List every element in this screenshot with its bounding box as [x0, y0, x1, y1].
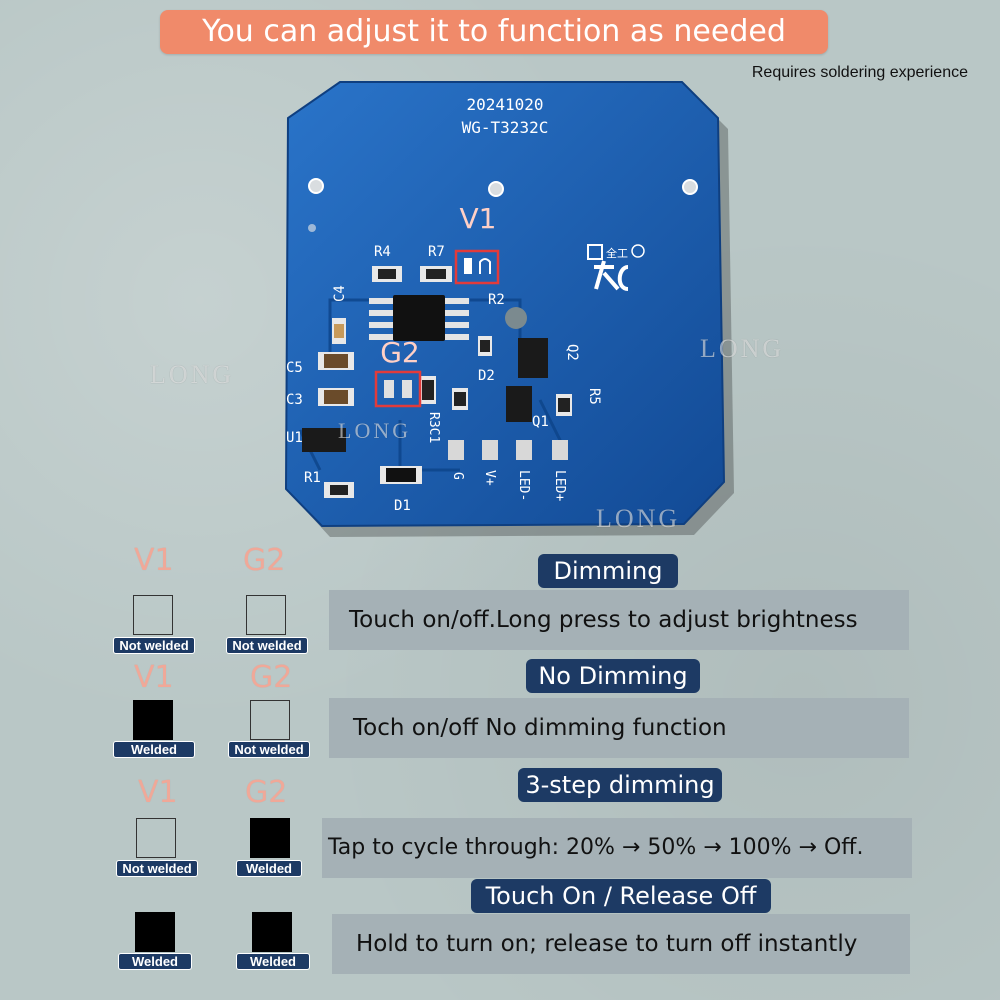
silk-r3c1: R3C1: [426, 412, 441, 443]
soldering-note: Requires soldering experience: [751, 64, 968, 81]
callout-v1-box: [454, 249, 500, 285]
callout-g2-box: [374, 370, 422, 408]
pcb-board-image: 20241020 WG-T3232C 全工: [284, 81, 734, 537]
board-date: 20241020: [466, 95, 543, 114]
silk-d1: D1: [394, 498, 411, 514]
watermark-right: LONG: [700, 334, 785, 363]
silk-r7: R7: [428, 244, 445, 260]
callout-g2-label: G2: [380, 336, 420, 369]
mode4-v1-pad: [135, 912, 175, 952]
pcb-logo-icon: 全工: [587, 244, 645, 291]
silk-r2: R2: [488, 292, 505, 308]
mode4-g2-pad: [252, 912, 292, 952]
silk-vplus: V+: [482, 470, 497, 486]
mode3-v1-pad: [136, 818, 176, 858]
mode2-v1-state: Welded: [113, 741, 195, 758]
mode3-g2-state: Welded: [236, 860, 302, 877]
silk-r4: R4: [374, 244, 391, 260]
mode1-v1-label: V1: [134, 543, 174, 578]
silk-c4: C4: [332, 285, 348, 302]
mode1-v1-pad: [133, 595, 173, 635]
watermark-left: LONG: [150, 360, 235, 389]
watermark-center: LONG: [338, 418, 412, 443]
mode3-description: Tap to cycle through: 20% → 50% → 100% →…: [322, 818, 912, 878]
mode2-g2-pad: [250, 700, 290, 740]
silk-u1: U1: [286, 430, 303, 446]
mode2-heading: No Dimming: [526, 659, 700, 693]
mode3-g2-pad: [250, 818, 290, 858]
mode1-v1-state: Not welded: [113, 637, 195, 654]
board-model: WG-T3232C: [462, 118, 549, 137]
silk-r5: R5: [586, 388, 602, 405]
callout-v1-label: V1: [460, 202, 497, 235]
banner-title: You can adjust it to function as needed: [160, 10, 828, 54]
mode4-v1-state: Welded: [118, 953, 192, 970]
silk-c5: C5: [286, 360, 303, 376]
mode4-description: Hold to turn on; release to turn off ins…: [332, 914, 910, 974]
silk-q2: Q2: [564, 344, 580, 361]
mode2-description: Toch on/off No dimming function: [329, 698, 909, 758]
silk-c3: C3: [286, 392, 303, 408]
mode3-v1-state: Not welded: [116, 860, 198, 877]
mode2-v1-label: V1: [134, 660, 174, 695]
pcb-outline: [284, 81, 726, 528]
mode2-g2-label: G2: [250, 660, 293, 695]
mode1-g2-pad: [246, 595, 286, 635]
silk-q1: Q1: [532, 414, 549, 430]
mode2-g2-state: Not welded: [228, 741, 310, 758]
silk-r1: R1: [304, 470, 321, 486]
mode1-description: Touch on/off.Long press to adjust bright…: [329, 590, 909, 650]
svg-text:全工: 全工: [606, 246, 628, 260]
mode3-heading: 3-step dimming: [518, 768, 722, 802]
mode3-g2-label: G2: [245, 775, 288, 810]
mode4-heading: Touch On / Release Off: [471, 879, 771, 913]
mode4-g2-state: Welded: [236, 953, 310, 970]
mode1-g2-state: Not welded: [226, 637, 308, 654]
mode3-v1-label: V1: [138, 775, 178, 810]
silk-ledplus: LED+: [552, 470, 567, 501]
watermark-bottom: LONG: [596, 504, 681, 533]
silk-g: G: [450, 472, 465, 480]
silk-ledminus: LED-: [516, 470, 531, 501]
silk-d2: D2: [478, 368, 495, 384]
mode1-g2-label: G2: [243, 543, 286, 578]
mode2-v1-pad: [133, 700, 173, 740]
mode1-heading: Dimming: [538, 554, 678, 588]
